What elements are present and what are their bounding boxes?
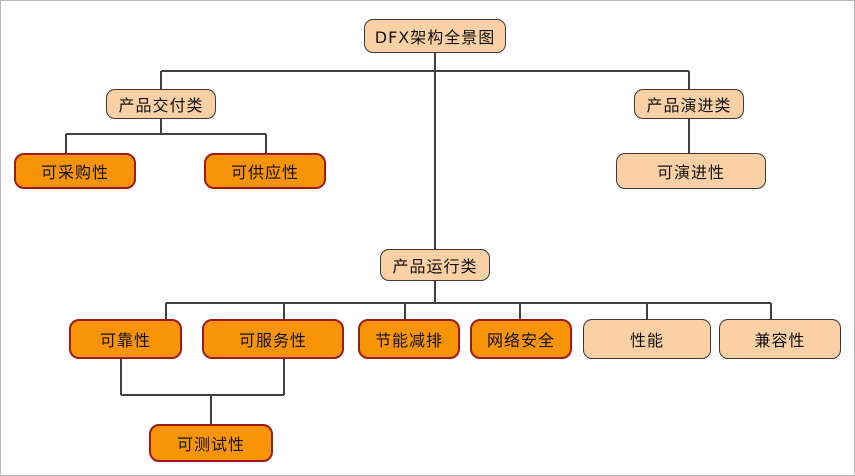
node-performance[interactable]: 性能	[583, 319, 711, 359]
node-procurability-label: 可采购性	[40, 163, 109, 182]
node-evolvability[interactable]: 可演进性	[616, 153, 766, 189]
node-delivery-category-label: 产品交付类	[118, 96, 204, 115]
node-compatibility-label: 兼容性	[754, 331, 806, 350]
node-reliability-label: 可靠性	[99, 331, 151, 350]
node-serviceability-label: 可服务性	[238, 331, 307, 350]
node-procurability[interactable]: 可采购性	[14, 153, 136, 189]
node-testability[interactable]: 可测试性	[149, 424, 273, 462]
node-suppliability-label: 可供应性	[230, 163, 299, 182]
node-energy-saving[interactable]: 节能减排	[358, 319, 460, 359]
node-evolvability-label: 可演进性	[656, 163, 725, 182]
node-root-label: DFX架构全景图	[374, 28, 496, 47]
node-serviceability[interactable]: 可服务性	[202, 319, 344, 359]
node-root[interactable]: DFX架构全景图	[364, 19, 506, 53]
node-evolution-category[interactable]: 产品演进类	[634, 89, 744, 119]
node-network-security[interactable]: 网络安全	[470, 319, 572, 359]
node-suppliability[interactable]: 可供应性	[204, 153, 326, 189]
node-delivery-category[interactable]: 产品交付类	[106, 89, 216, 119]
node-evolution-category-label: 产品演进类	[646, 96, 732, 115]
node-operation-category[interactable]: 产品运行类	[380, 249, 490, 281]
node-performance-label: 性能	[629, 331, 664, 350]
node-operation-category-label: 产品运行类	[392, 257, 478, 276]
node-network-security-label: 网络安全	[486, 331, 555, 350]
node-energy-saving-label: 节能减排	[374, 331, 443, 350]
node-testability-label: 可测试性	[176, 435, 245, 454]
node-reliability[interactable]: 可靠性	[69, 319, 182, 359]
node-compatibility[interactable]: 兼容性	[719, 319, 841, 359]
